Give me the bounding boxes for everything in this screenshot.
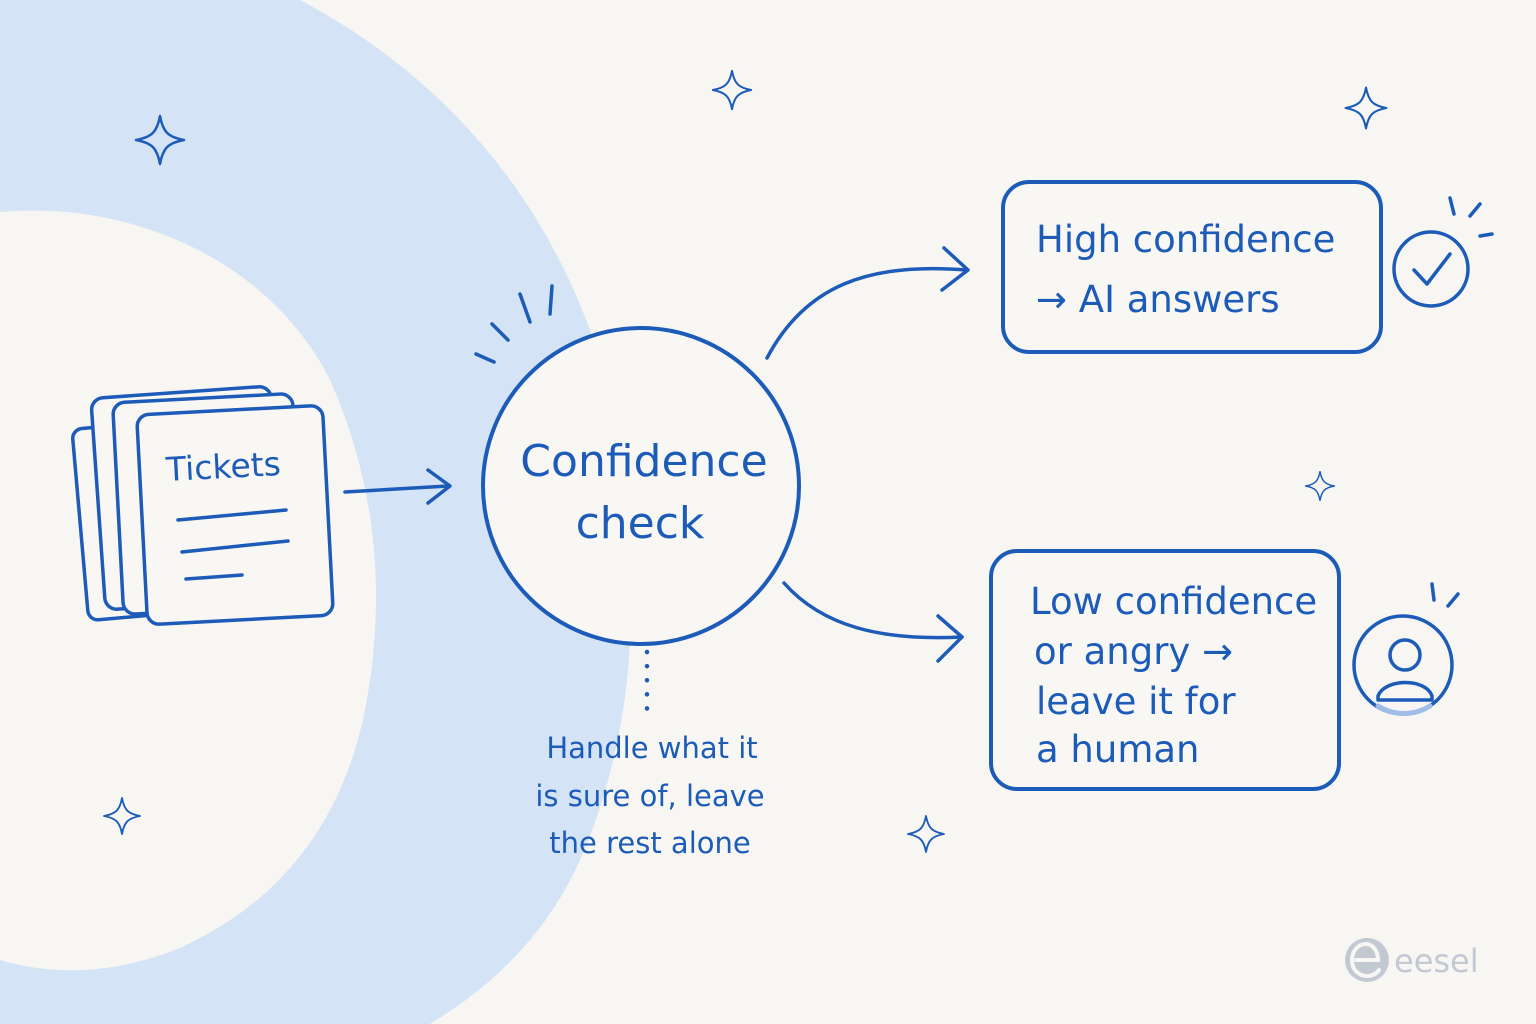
note-line-1: Handle what it (546, 731, 757, 765)
arrow-check-to-high (765, 246, 970, 360)
high-confidence-label-line-2: → AI answers (1036, 278, 1280, 321)
tickets-node: Tickets (71, 385, 335, 626)
low-confidence-label-line-1: Low confidence (1030, 580, 1317, 623)
note-line-3: the rest alone (549, 826, 750, 860)
note-line-2: is sure of, leave (535, 779, 764, 813)
person-circle-icon (1352, 582, 1460, 716)
stacked-documents-icon (71, 385, 335, 626)
low-confidence-label-line-4: a human (1036, 728, 1200, 771)
sparkle-icon (907, 815, 945, 853)
high-confidence-node: High confidence → AI answers (1001, 180, 1383, 354)
sparkle-icon (711, 69, 753, 111)
eesel-logo: eesel (1345, 938, 1479, 982)
eesel-logo-text: eesel (1394, 942, 1479, 980)
low-confidence-label-line-2: or angry → (1034, 630, 1233, 673)
checkmark-circle-icon (1392, 196, 1494, 308)
low-confidence-node: Low confidence or angry → leave it for a… (989, 549, 1341, 791)
tickets-label: Tickets (164, 444, 282, 489)
confidence-check-label-line-2: check (576, 498, 705, 549)
low-confidence-label-line-3: leave it for (1036, 680, 1236, 723)
sparkle-icon (1304, 470, 1336, 502)
arrow-check-to-low (782, 581, 964, 663)
high-confidence-label-line-1: High confidence (1036, 218, 1335, 261)
confidence-check-node: Confidence check (474, 284, 801, 646)
emphasis-marks (474, 284, 554, 364)
confidence-check-label-line-1: Confidence (520, 436, 767, 487)
eesel-logo-icon (1345, 938, 1389, 982)
arrow-tickets-to-check (343, 468, 452, 505)
sparkle-icon (1344, 86, 1388, 130)
note: Handle what it is sure of, leave the res… (535, 731, 764, 860)
